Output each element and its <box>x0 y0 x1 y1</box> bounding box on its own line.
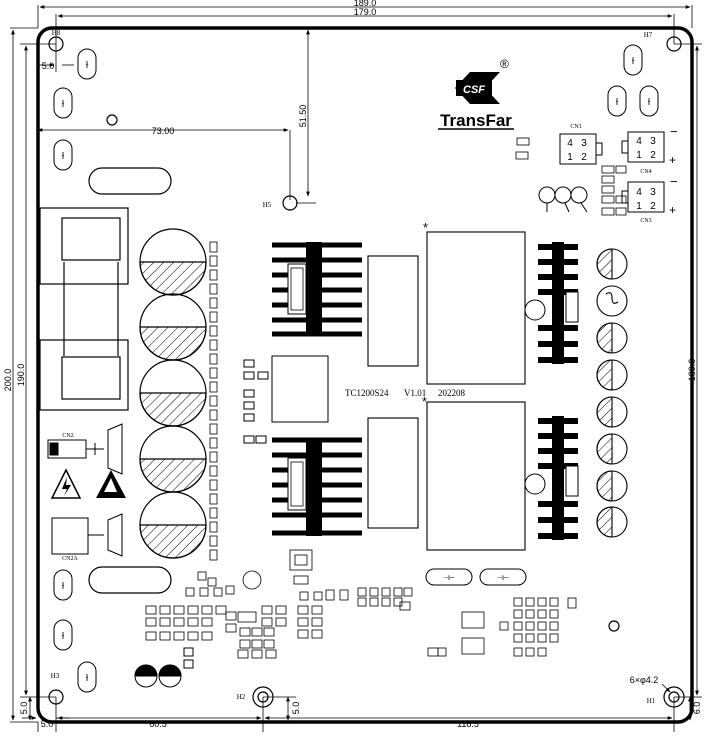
connector-cn2a <box>51 513 123 557</box>
smd-bottom-clusters <box>145 549 577 659</box>
svg-text:⫲: ⫲ <box>62 150 65 160</box>
svg-text:⫲: ⫲ <box>62 580 65 590</box>
hole-label-h1: H1 <box>647 697 656 705</box>
svg-text:⫲: ⫲ <box>648 96 651 106</box>
dim-bottom-right: 118.5 <box>457 719 479 729</box>
svg-text:⊣⊢: ⊣⊢ <box>497 575 509 582</box>
connector-cn4 <box>621 131 665 163</box>
board-version: V1.01 <box>404 388 426 398</box>
board-model: TC1200S24 <box>345 388 389 398</box>
connector-cn1 <box>559 133 603 165</box>
star-upper: * <box>423 220 428 235</box>
svg-text:⫲: ⫲ <box>616 96 619 106</box>
hole-label-h8: H8 <box>52 29 61 37</box>
logo-emblem: CSF <box>455 72 500 104</box>
cn1-label: CN1 <box>570 124 581 130</box>
rectifier-heatsink-lower <box>524 416 579 540</box>
dim-h5-horizontal: 73.00 <box>152 126 175 136</box>
heatsink-lower <box>272 437 362 536</box>
cn1-pin-a: 4 <box>567 138 573 149</box>
dim-left-inner: 190.0 <box>16 364 26 387</box>
smd-column <box>209 241 218 561</box>
cn3-label: CN3 <box>640 218 651 224</box>
transistors-to92 <box>538 186 588 213</box>
small-capacitors <box>134 647 194 688</box>
smd-near-connectors <box>515 137 627 216</box>
bottom-ovals <box>425 568 527 586</box>
control-ic-block <box>243 355 329 444</box>
input-filter-block <box>39 207 129 411</box>
hole-label-h5: H5 <box>263 201 272 209</box>
oval-slots <box>88 167 172 594</box>
esd-warning-icon <box>96 470 126 498</box>
star-lower: * <box>422 394 427 409</box>
cn3-plus: + <box>669 203 676 217</box>
connector-cn2 <box>47 423 123 475</box>
heatsink-upper <box>272 242 362 337</box>
dim-h8-offset: 5.0 <box>42 61 55 71</box>
cn1-pin-b: 3 <box>581 138 587 149</box>
cn4-pin-d: 2 <box>650 150 656 161</box>
board-outline <box>36 26 694 724</box>
cn4-label: CN4 <box>640 169 651 175</box>
standoff-markers: ⫲ ⫲ ⫲ ⫲ ⫲ ⫲ ⫲ ⫲ ⫲ <box>62 55 651 682</box>
logo-emblem-text: CSF <box>463 84 485 96</box>
via-hole-top <box>106 114 118 126</box>
dim-bottom-mid: 60.5 <box>149 719 167 729</box>
cn4-minus: − <box>670 124 678 139</box>
dim-top-outer: 189.0 <box>354 0 377 8</box>
hole-label-h7: H7 <box>644 31 653 39</box>
high-voltage-warning-icon <box>50 468 82 499</box>
hole-label-h3: H3 <box>51 672 60 680</box>
dim-hole-spec: 6×φ4.2 <box>630 675 659 685</box>
bulk-capacitors <box>139 228 207 559</box>
bottom-oval-markers: ⊣⊢ ⊣⊢ <box>443 575 509 582</box>
mounting-hole-h7 <box>666 36 682 52</box>
connector-cn3 <box>621 181 665 213</box>
svg-text:⫲: ⫲ <box>86 672 89 682</box>
svg-text:⊣⊢: ⊣⊢ <box>443 575 455 582</box>
logo-text: TransFar <box>440 111 512 130</box>
dim-top-inner: 179.0 <box>354 7 377 17</box>
svg-text:⫲: ⫲ <box>86 59 89 69</box>
svg-text:⫲: ⫲ <box>62 630 65 640</box>
cn3-pin-c: 1 <box>636 201 642 212</box>
cn1-pin-c: 1 <box>567 152 573 163</box>
dim-bottom-left-b: 5.0 <box>19 702 29 715</box>
dimension-lines <box>10 5 702 732</box>
cn3-minus: − <box>670 174 678 189</box>
dim-h2-vertical: 5.0 <box>291 702 301 715</box>
standoffs <box>53 44 659 693</box>
cn4-pin-b: 3 <box>650 136 656 147</box>
transformers <box>367 231 526 551</box>
mounting-hole-h5 <box>282 195 298 211</box>
cn4-pin-a: 4 <box>636 136 642 147</box>
cn1-pin-d: 2 <box>581 152 587 163</box>
dim-right-bottom: 6.0 <box>692 702 702 715</box>
mounting-hole-h3 <box>48 689 64 705</box>
cn4-pin-c: 1 <box>636 150 642 161</box>
cn4-plus: + <box>669 153 676 167</box>
mounting-hole-h2 <box>252 686 274 708</box>
mounting-hole-h8 <box>48 36 64 52</box>
svg-text:⫲: ⫲ <box>632 55 635 65</box>
dim-left-outer: 200.0 <box>3 369 13 392</box>
via-hole-bottom <box>608 620 620 632</box>
dim-bottom-left-a: 5.0 <box>41 719 54 729</box>
cn3-pin-d: 2 <box>650 201 656 212</box>
cn2a-label: CN2A <box>62 556 78 562</box>
logo-registered: ® <box>500 57 509 71</box>
board-date: 202208 <box>438 388 466 398</box>
rectifier-heatsink-upper <box>524 242 579 364</box>
hole-label-h2: H2 <box>237 693 246 701</box>
cn3-pin-a: 4 <box>636 187 642 198</box>
dim-h5-vertical: 51.50 <box>298 105 308 128</box>
mounting-hole-h1 <box>663 686 685 708</box>
cn2-label: CN2 <box>62 433 73 439</box>
svg-text:⫲: ⫲ <box>62 98 65 108</box>
cn3-pin-b: 3 <box>650 187 656 198</box>
output-capacitors <box>596 248 628 538</box>
dim-right: 189.0 <box>687 359 697 382</box>
